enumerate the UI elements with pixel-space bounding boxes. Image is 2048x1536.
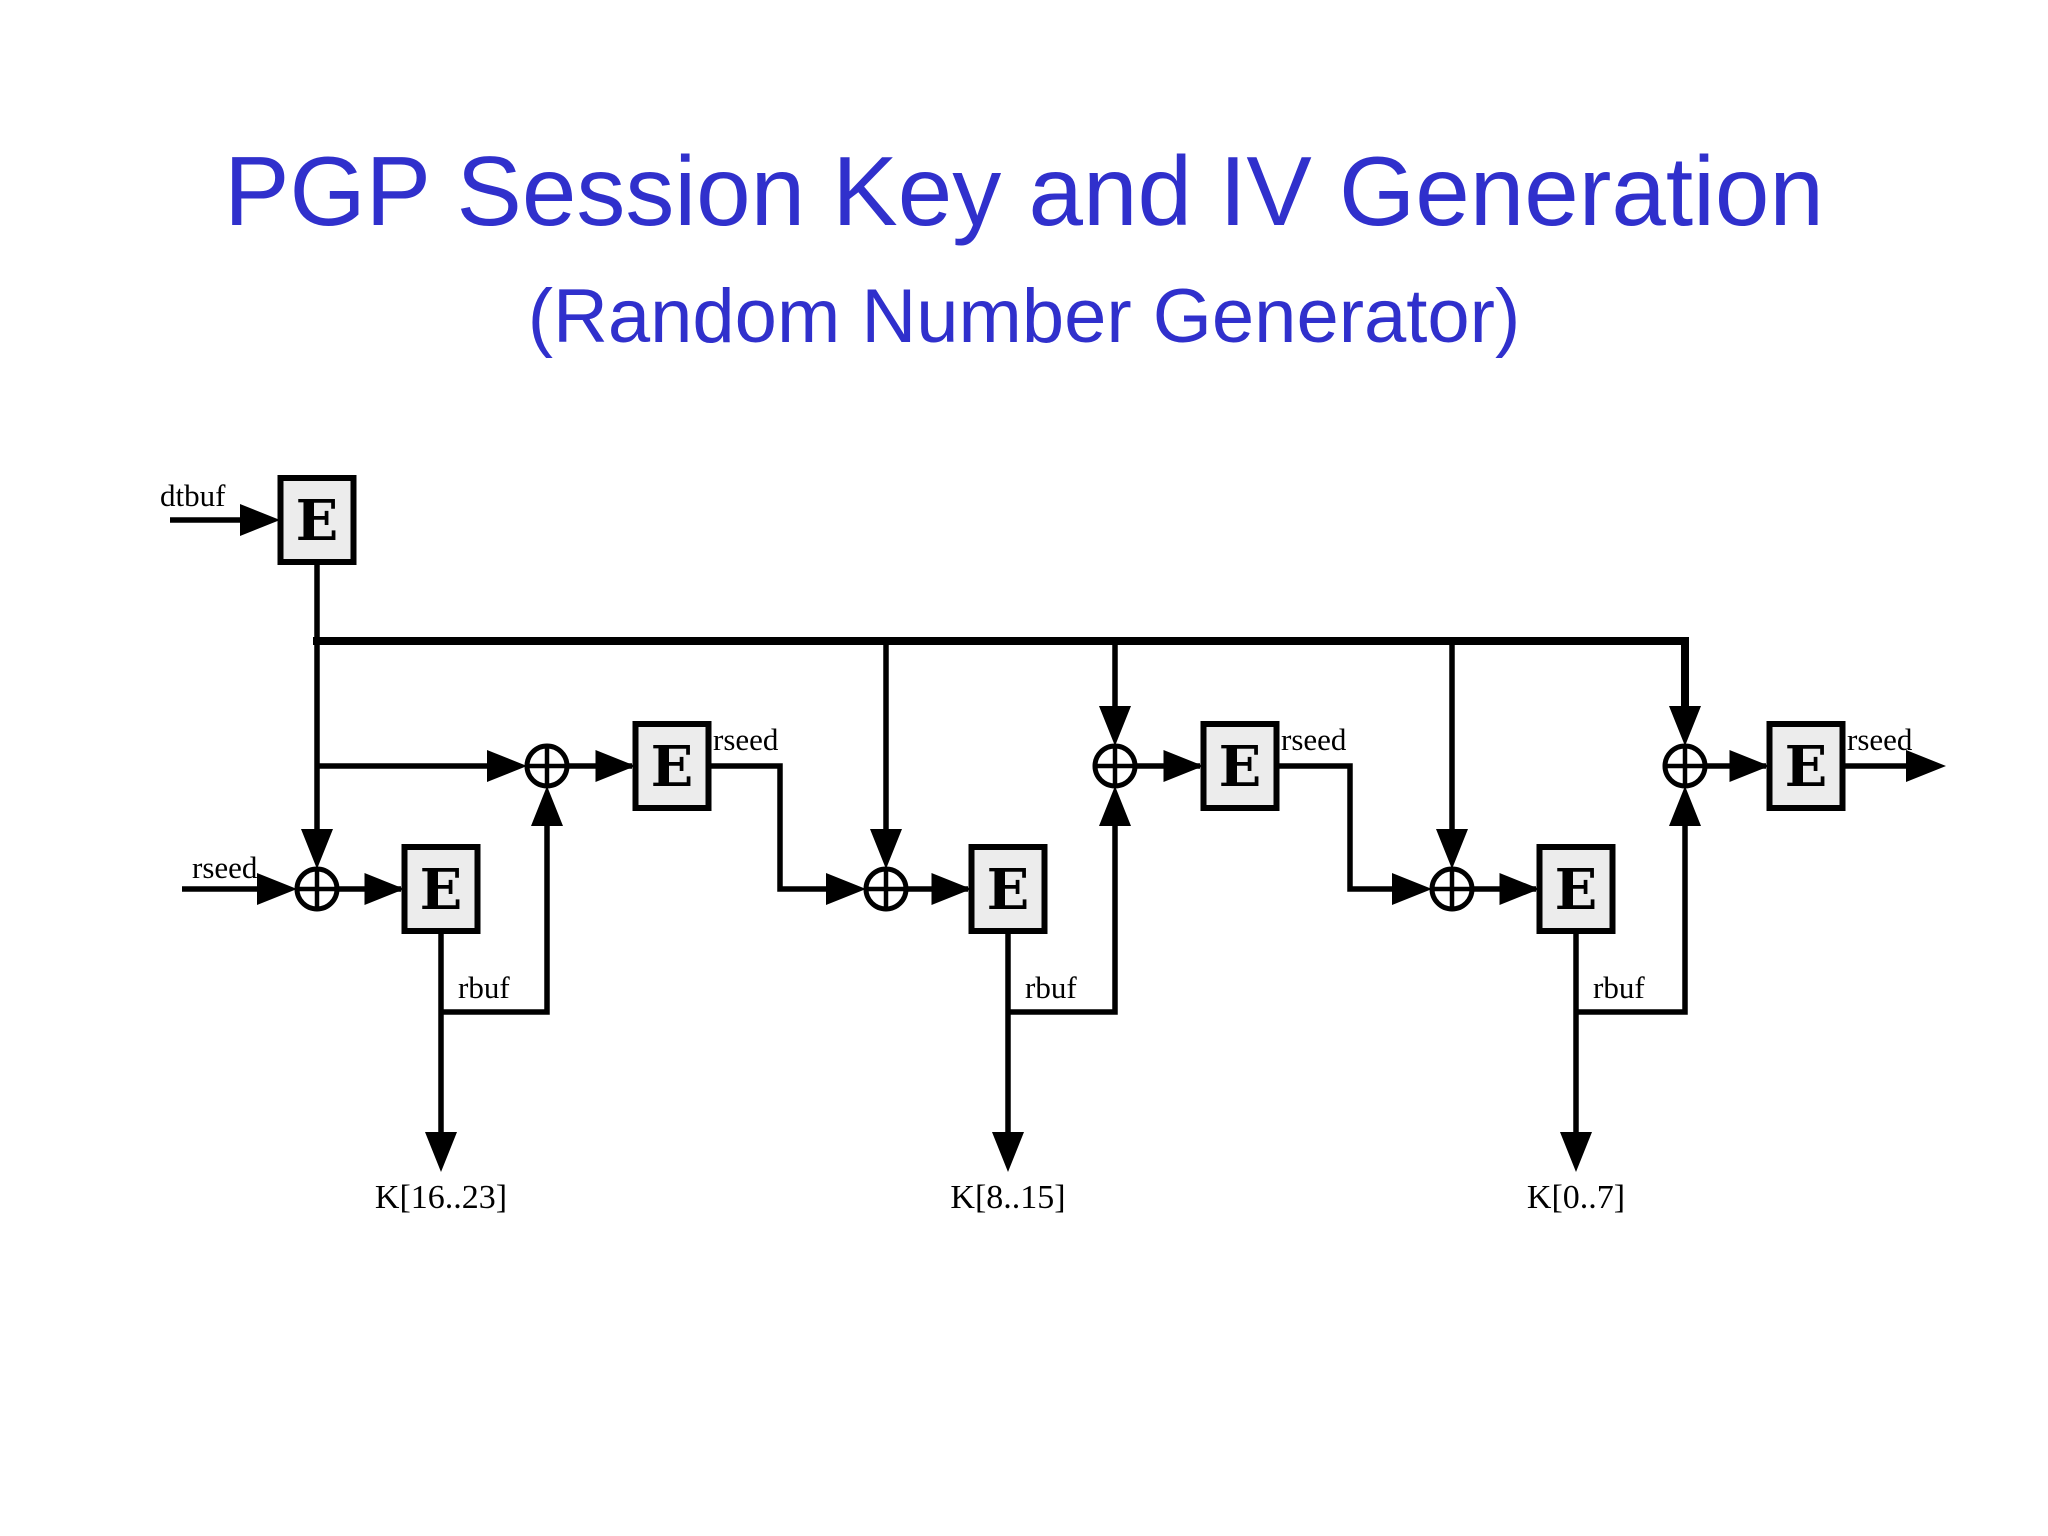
label-dtbuf: dtbuf [160,478,226,513]
label-rbuf: rbuf [1593,970,1645,1005]
arrowhead [595,750,636,782]
arrowhead [364,873,405,905]
label-rbuf: rbuf [458,970,510,1005]
arrowhead [1669,786,1701,826]
encrypt-box [401,844,481,934]
label-rseed: rseed [713,722,779,757]
flow-path [441,820,550,1015]
label-key-output: K[16..23] [375,1179,507,1216]
arrowhead [257,873,297,905]
arrowhead [1163,750,1204,782]
bus-line [313,637,1689,712]
encrypt-box [1766,721,1846,811]
arrowhead [931,873,972,905]
arrowhead [1560,1132,1592,1172]
arrowhead [1436,829,1468,869]
encrypt-box [968,844,1048,934]
flow-path [708,763,826,892]
arrowhead [870,829,902,869]
arrowhead [826,873,866,905]
encrypt-box-label: E [987,857,1030,923]
label-rseed: rseed [1847,722,1913,757]
encrypt-box [1536,844,1616,934]
label-rseed: rseed [1281,722,1347,757]
label-key-output: K[8..15] [950,1179,1065,1216]
arrowhead [1669,706,1701,746]
encrypt-box-label: E [296,488,339,554]
label-rbuf: rbuf [1025,970,1077,1005]
arrowhead [1906,750,1946,782]
flow-path [1276,763,1392,892]
encrypt-box-label: E [1219,734,1262,800]
encrypt-box-label: E [1555,857,1598,923]
arrowhead [1392,873,1432,905]
page-subtitle: (Random Number Generator) [527,274,1521,359]
flow-path [1576,820,1688,1015]
arrowhead [240,504,280,536]
label-key-output: K[0..7] [1527,1179,1625,1216]
arrowhead [531,786,563,826]
encrypt-box [1200,721,1280,811]
encrypt-box-label: E [420,857,463,923]
arrowhead [301,829,333,869]
arrowhead [1099,786,1131,826]
arrowhead [425,1132,457,1172]
encrypt-box-label: E [651,734,694,800]
arrowhead [487,750,527,782]
flow-path [1008,820,1118,1015]
arrowhead [1499,873,1540,905]
arrowhead [992,1132,1024,1172]
arrowhead [1729,750,1770,782]
arrowhead [1099,706,1131,746]
label-rseed-input: rseed [192,850,258,885]
encrypt-box-label: E [1785,734,1828,800]
page-title: PGP Session Key and IV Generation [224,136,1824,246]
